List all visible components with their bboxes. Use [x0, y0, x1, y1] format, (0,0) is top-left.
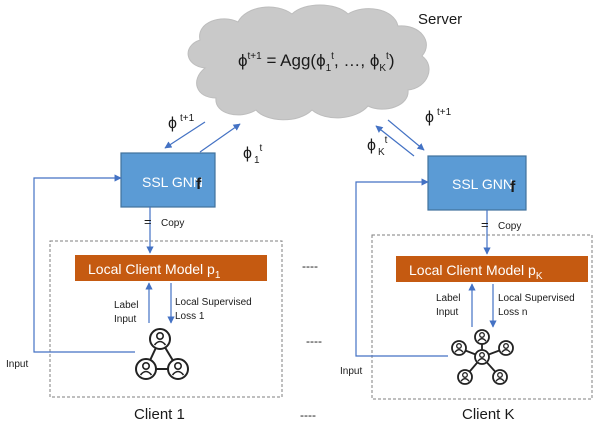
server-cloud: [187, 4, 430, 121]
aggregation-formula: ϕt+1 = Agg(ϕ1t, …, ϕKt): [238, 51, 394, 74]
clientk-frame: [371, 234, 593, 400]
user-node-icon: [451, 340, 467, 356]
ellipsis-graphs: ----: [306, 334, 322, 348]
server-label: Server: [418, 11, 462, 28]
clientk-loss-line1: Local Supervised: [498, 293, 575, 304]
client1-name: Client 1: [134, 406, 185, 423]
client1-loss-line2: Loss 1: [175, 311, 205, 322]
clientk-gnn-f: f: [510, 179, 516, 196]
user-node-icon: [498, 340, 514, 356]
client1-download-arrow: [164, 121, 206, 149]
user-node-icon: [474, 329, 490, 345]
client1-loss-line1: Local Supervised: [175, 297, 252, 308]
clientk-input-text: Input: [436, 307, 458, 318]
clientk-copy-symbol: =: [481, 217, 489, 232]
clientk-label-text: Label: [436, 293, 460, 304]
user-node-icon: [149, 328, 171, 350]
client1-ssl-gnn-label: SSL GNN: [142, 174, 203, 190]
clientk-upload-arrow: [375, 125, 415, 157]
clientk-ssl-gnn-box: [427, 155, 527, 211]
client1-input-text: Input: [114, 314, 136, 325]
clientk-name: Client K: [462, 406, 515, 423]
client1-graph: [135, 328, 189, 380]
clientk-local-model-box: [396, 256, 588, 282]
client1-local-model-box: [75, 255, 267, 281]
clientk-local-model-label: Local Client Model pK: [409, 262, 543, 282]
client1-frame: [49, 240, 283, 398]
client1-ssl-gnn-box: [120, 152, 216, 208]
client1-label-text: Label: [114, 300, 138, 311]
clientk-ssl-gnn-label: SSL GNN: [452, 176, 513, 192]
client1-copy-label: Copy: [161, 218, 184, 229]
ellipsis-models: ----: [302, 259, 318, 273]
clientk-download-arrow: [387, 119, 425, 151]
user-node-icon: [135, 358, 157, 380]
client1-local-model-label: Local Client Model p1: [88, 261, 221, 281]
client1-upload-arrow: [199, 123, 241, 153]
clientk-loss-line2: Loss n: [498, 307, 527, 318]
clientk-input-label: Input: [340, 366, 362, 377]
client1-input-label: Input: [6, 359, 28, 370]
client1-copy-symbol: =: [144, 214, 152, 229]
client1-input-loop: [33, 174, 135, 353]
client1-gnn-f: f: [196, 176, 202, 193]
user-node-icon: [492, 369, 508, 385]
user-node-icon: [474, 349, 490, 365]
clientk-input-loop: [355, 178, 448, 357]
user-node-icon: [457, 369, 473, 385]
clientk-copy-label: Copy: [498, 221, 521, 232]
ellipsis-clients: ----: [300, 408, 316, 422]
clientk-graph: [451, 329, 514, 385]
user-node-icon: [167, 358, 189, 380]
